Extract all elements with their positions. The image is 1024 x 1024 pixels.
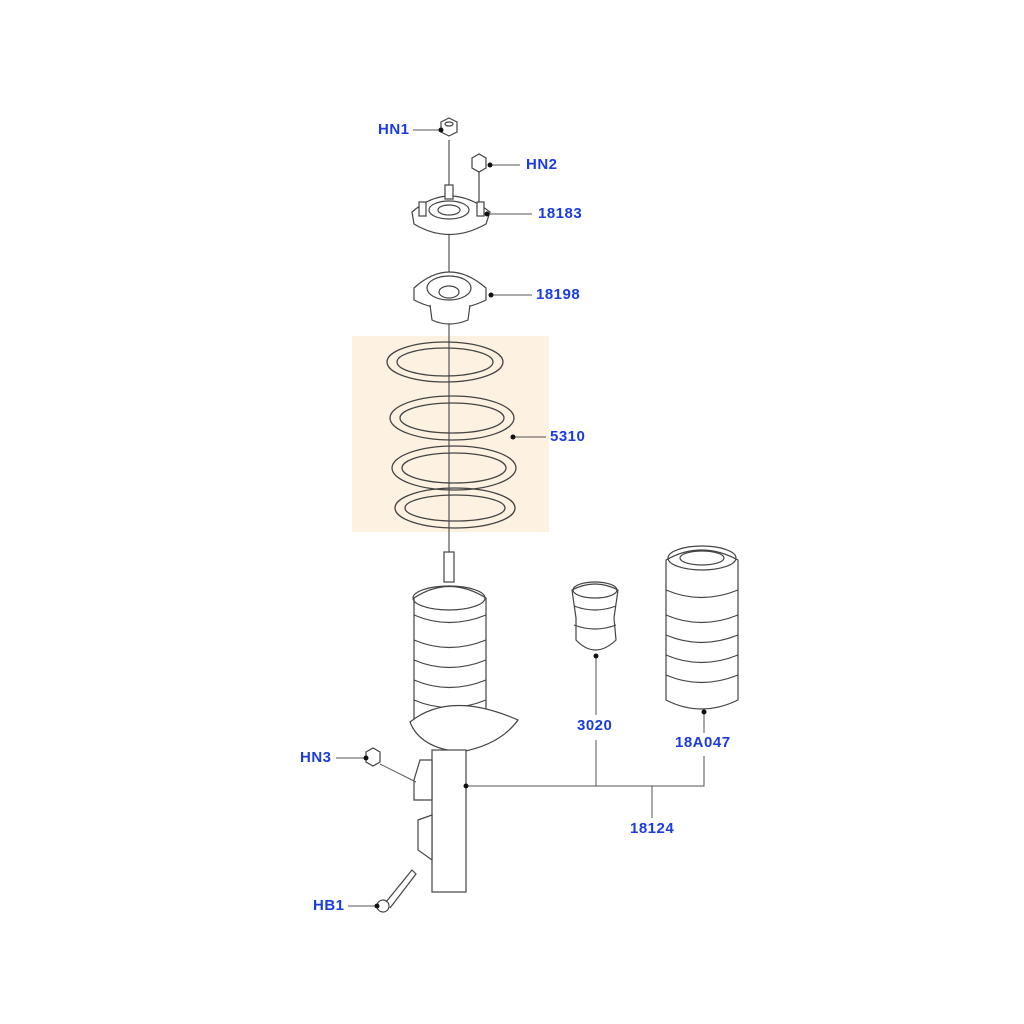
bolt-hb1[interactable] [376, 869, 417, 913]
leader-dots [363, 127, 707, 909]
label-18124[interactable]: 18124 [630, 820, 675, 837]
label-18a047[interactable]: 18A047 [675, 734, 731, 751]
label-3020[interactable]: 3020 [577, 717, 613, 734]
bearing-18198[interactable] [413, 271, 487, 325]
strut-18124[interactable] [409, 551, 519, 893]
label-18183[interactable]: 18183 [538, 205, 583, 222]
spring-highlight [352, 336, 549, 532]
label-18198[interactable]: 18198 [536, 286, 581, 303]
nut-hn2[interactable] [471, 153, 487, 205]
coil-spring-5310[interactable] [386, 341, 517, 529]
bump-stop-3020[interactable] [571, 581, 619, 651]
nut-hn1[interactable] [440, 117, 458, 137]
label-hn2[interactable]: HN2 [526, 156, 558, 173]
top-mount-18183[interactable] [411, 184, 491, 235]
label-hn1[interactable]: HN1 [378, 121, 410, 138]
nut-hn3[interactable] [365, 747, 381, 767]
leader-lines [336, 129, 705, 907]
dust-boot-18A047[interactable] [665, 545, 739, 710]
label-hb1[interactable]: HB1 [313, 897, 345, 914]
label-5310[interactable]: 5310 [550, 428, 586, 445]
label-hn3[interactable]: HN3 [300, 749, 332, 766]
